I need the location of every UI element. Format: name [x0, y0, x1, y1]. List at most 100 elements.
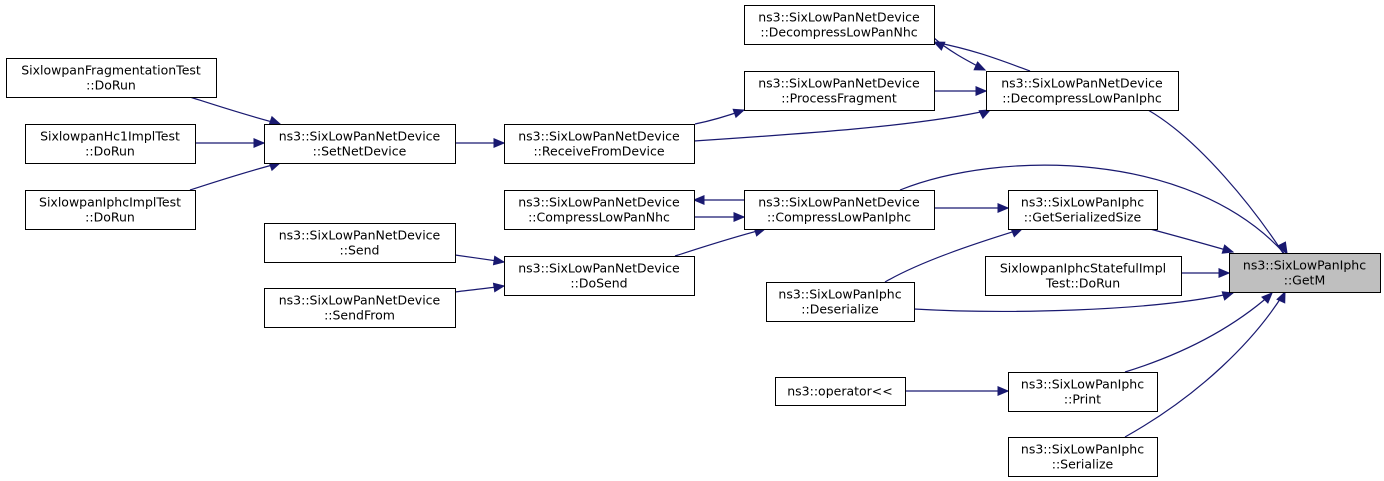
edge-hc1Test-to-setNetDevice — [195, 138, 266, 148]
node-box — [264, 223, 456, 263]
node-compressNhc[interactable]: ns3::SixLowPanNetDevice::CompressLowPanN… — [504, 190, 695, 230]
edge-arrowhead — [973, 61, 987, 71]
node-send[interactable]: ns3::SixLowPanNetDevice::Send — [264, 223, 456, 263]
edge-arrowhead — [733, 212, 746, 222]
edge-line — [1124, 292, 1285, 438]
call-nodes: ns3::SixLowPanIphc::GetMns3::SixLowPanNe… — [6, 5, 1381, 477]
node-label-line: ns3::SixLowPanNetDevice — [518, 129, 680, 144]
node-label-line: ns3::SixLowPanNetDevice — [518, 195, 680, 210]
node-decompressNhc[interactable]: ns3::SixLowPanNetDevice::DecompressLowPa… — [744, 5, 935, 45]
edge-sendFrom-to-doSend — [454, 282, 506, 293]
node-getm[interactable]: ns3::SixLowPanIphc::GetM — [1229, 253, 1381, 293]
edge-serialize-to-getm — [1124, 290, 1286, 438]
edge-deserialize-to-getm — [913, 291, 1235, 312]
node-label-line: SixlowpanHc1ImplTest — [40, 129, 180, 144]
node-fragTest[interactable]: SixlowpanFragmentationTest::DoRun — [6, 58, 217, 98]
node-box — [504, 190, 695, 230]
node-label-line: Test::DoRun — [1045, 276, 1120, 291]
node-label-line: ::CompressLowPanIphc — [767, 210, 911, 225]
node-label-line: ::CompressLowPanNhc — [528, 210, 670, 225]
edge-line — [189, 162, 281, 191]
edge-receiveFromDevice-to-processFragment — [694, 108, 746, 125]
node-label-line: ns3::SixLowPanNetDevice — [279, 293, 441, 308]
edge-arrowhead — [732, 108, 746, 119]
node-label-line: ns3::SixLowPanNetDevice — [279, 129, 441, 144]
node-label-line: ns3::SixLowPanIphc — [778, 287, 901, 302]
node-print[interactable]: ns3::SixLowPanIphc::Print — [1008, 372, 1158, 412]
node-label-line: ::Deserialize — [801, 302, 879, 317]
edge-compressNhc-to-compressIphc — [694, 212, 746, 222]
node-box — [25, 190, 196, 230]
edge-print-to-getm — [1124, 292, 1273, 373]
edge-line — [674, 228, 766, 257]
edge-arrowhead — [975, 86, 988, 96]
node-iphcTest[interactable]: SixlowpanIphcImplTest::DoRun — [25, 190, 196, 230]
edge-compressIphc-to-getSerializedSize — [934, 203, 1010, 213]
node-decompressIphc[interactable]: ns3::SixLowPanNetDevice::DecompressLowPa… — [986, 71, 1179, 111]
node-setNetDevice[interactable]: ns3::SixLowPanNetDevice::SetNetDevice — [264, 124, 456, 164]
node-getSerializedSize[interactable]: ns3::SixLowPanIphc::GetSerializedSize — [1008, 190, 1158, 230]
node-box — [25, 124, 196, 164]
edge-arrowhead — [1218, 268, 1231, 278]
call-edges — [189, 37, 1288, 438]
node-box — [6, 58, 217, 98]
edge-processFragment-to-decompressIphc — [934, 86, 988, 96]
node-box — [985, 256, 1182, 296]
node-label-line: ::SendFrom — [324, 308, 395, 323]
node-deserialize[interactable]: ns3::SixLowPanIphc::Deserialize — [766, 282, 915, 322]
edge-operator-to-print — [905, 386, 1010, 396]
node-serialize[interactable]: ns3::SixLowPanIphc::Serialize — [1008, 437, 1158, 477]
node-operator[interactable]: ns3::operator<< — [775, 377, 906, 406]
edge-line — [1124, 294, 1271, 373]
edge-line — [1149, 228, 1234, 253]
node-box — [1008, 437, 1158, 477]
node-label-line: ns3::SixLowPanNetDevice — [279, 228, 441, 243]
node-label-line: ::Print — [1064, 392, 1101, 407]
node-doSend[interactable]: ns3::SixLowPanNetDevice::DoSend — [504, 256, 695, 296]
node-label-line: ::DoSend — [570, 276, 627, 291]
edge-arrowhead — [932, 41, 946, 51]
node-compressIphc[interactable]: ns3::SixLowPanNetDevice::CompressLowPanI… — [744, 190, 935, 230]
node-label-line: ns3::SixLowPanIphc — [1021, 195, 1144, 210]
edge-statefulTest-to-getm — [1181, 268, 1231, 278]
edge-arrowhead — [997, 203, 1010, 213]
node-label-line: SixlowpanIphcImplTest — [39, 195, 181, 210]
node-label-line: ::Send — [340, 243, 380, 258]
node-label-line: ::ProcessFragment — [781, 91, 897, 106]
node-label-line: ::ReceiveFromDevice — [533, 144, 664, 159]
edge-getSerializedSize-to-getm — [1149, 228, 1235, 254]
edge-arrowhead — [692, 195, 705, 205]
node-box — [744, 190, 935, 230]
node-box — [766, 282, 915, 322]
edge-doSend-to-compressIphc — [674, 227, 767, 257]
node-label-line: SixlowpanFragmentationTest — [21, 63, 201, 78]
node-hc1Test[interactable]: SixlowpanHc1ImplTest::DoRun — [25, 124, 196, 164]
edge-arrowhead — [492, 255, 506, 266]
edge-line — [913, 292, 1234, 312]
node-label-line: ns3::SixLowPanNetDevice — [758, 10, 920, 25]
node-box — [264, 124, 456, 164]
node-box — [1008, 372, 1158, 412]
edge-decompressNhc-to-decompressIphc — [933, 37, 987, 71]
node-label-line: ::DecompressLowPanIphc — [1002, 91, 1162, 106]
edge-iphcTest-to-setNetDevice — [189, 161, 282, 191]
node-label-line: SixlowpanIphcStatefulImpl — [1000, 261, 1166, 276]
node-label-line: ns3::SixLowPanNetDevice — [758, 195, 920, 210]
node-label-line: ns3::SixLowPanNetDevice — [1001, 76, 1163, 91]
edge-arrowhead — [997, 386, 1010, 396]
node-sendFrom[interactable]: ns3::SixLowPanNetDevice::SendFrom — [264, 288, 456, 328]
edge-arrowhead — [1221, 291, 1235, 301]
edge-arrowhead — [978, 109, 992, 120]
node-receiveFromDevice[interactable]: ns3::SixLowPanNetDevice::ReceiveFromDevi… — [504, 124, 695, 164]
edge-receiveFromDevice-to-decompressIphc — [693, 109, 992, 142]
edge-arrowhead — [493, 138, 506, 148]
node-label-line: ::GetSerializedSize — [1024, 210, 1142, 225]
node-box — [986, 71, 1179, 111]
node-box — [504, 124, 695, 164]
node-processFragment[interactable]: ns3::SixLowPanNetDevice::ProcessFragment — [744, 71, 935, 111]
node-label-line: ::Serialize — [1052, 457, 1114, 472]
node-box — [1229, 253, 1381, 293]
edge-fragTest-to-setNetDevice — [189, 96, 282, 126]
